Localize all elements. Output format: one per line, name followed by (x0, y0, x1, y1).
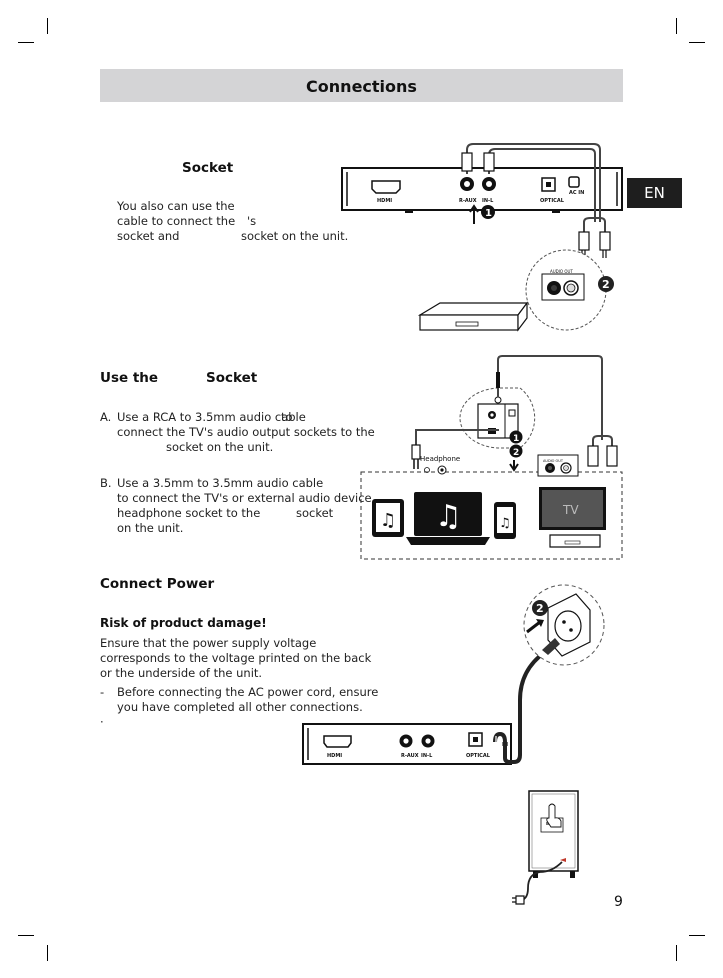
step-2-label: 2 (602, 278, 610, 291)
bullet2-marker: · (100, 715, 104, 729)
item-a-line1: Use a RCA to 3.5mm audio cable (117, 410, 306, 424)
item-a-line2: connect the TV's audio output sockets to… (117, 425, 375, 439)
step-2-badge (598, 276, 614, 292)
crop-mark (18, 935, 34, 936)
up-arrow-icon (469, 204, 479, 224)
crop-mark (47, 18, 48, 34)
item-a-line3: socket on the unit. (166, 440, 274, 454)
language-tab: EN (627, 178, 682, 208)
step-2-label: 2 (513, 448, 519, 458)
headphone-icon (424, 467, 430, 473)
crop-mark (689, 42, 705, 43)
section1-line3b: socket on the unit. (241, 229, 349, 243)
crop-mark (676, 945, 677, 961)
section1-line1: You also can use the (117, 199, 235, 213)
section1-line2: cable to connect the (117, 214, 236, 228)
bullet-marker: - (100, 685, 105, 699)
item-b-marker: B. (100, 476, 112, 490)
step-1-label: 1 (485, 208, 492, 219)
crop-mark (18, 42, 34, 43)
bullet-line2: you have completed all other connections… (117, 700, 363, 714)
port-label-acin: AC IN (569, 190, 584, 196)
port-label-inl: IN-L (482, 198, 494, 204)
svg-text:♫: ♫ (435, 499, 462, 534)
port-label-hdmi: HDMI (377, 198, 392, 204)
section1-line3: socket and (117, 229, 180, 243)
plug-icon (512, 895, 525, 905)
step-1-label: 1 (513, 434, 519, 444)
page-number: 9 (614, 894, 623, 910)
crop-mark (676, 18, 677, 34)
port-label-raux: R-AUX (459, 198, 477, 204)
section2-heading-left: Use the (100, 370, 159, 386)
hdmi-port-icon (323, 735, 352, 748)
step-2-badge (532, 600, 548, 616)
headphone-label: Headphone (420, 455, 460, 463)
step-1-badge (481, 205, 495, 219)
hdmi-port-icon (371, 180, 401, 194)
item-a-line1b: to (281, 410, 293, 424)
section1-heading: Socket (182, 160, 234, 176)
item-b-line3: headphone socket to the (117, 506, 261, 520)
warning-line1: Ensure that the power supply voltage (100, 636, 317, 650)
port-label-optical: OPTICAL (540, 198, 565, 204)
down-arrow-icon (509, 460, 519, 472)
step-2-label: 2 (536, 602, 544, 615)
port-label-hdmi: HDMI (327, 753, 342, 759)
crop-mark (47, 945, 48, 961)
page-title: Connections (306, 77, 417, 96)
tv-label: TV (562, 503, 579, 517)
warning-heading: Risk of product damage! (100, 616, 267, 630)
section3-heading: Connect Power (100, 576, 215, 592)
soundbar-panel: HDMI R-AUX IN-L OPTICAL AC IN (341, 167, 623, 213)
port-label-optical: OPTICAL (466, 753, 491, 759)
warning-line2: corresponds to the voltage printed on th… (100, 651, 372, 665)
svg-text:♫: ♫ (499, 516, 511, 531)
item-a-marker: A. (100, 410, 112, 424)
port-label-inl: IN-L (421, 753, 433, 759)
subwoofer-icon (528, 790, 579, 878)
power-plug-icon (542, 638, 560, 655)
svg-text:♫: ♫ (380, 510, 396, 531)
hand-pointer-icon (546, 803, 562, 828)
item-b-line3b: socket (296, 506, 334, 520)
step-2-badge (509, 444, 523, 458)
laptop-icon (414, 492, 482, 536)
section2-heading-right: Socket (206, 370, 258, 386)
audio-out-label: AUDIO OUT (543, 459, 564, 463)
crop-mark (689, 935, 705, 936)
step-1-badge (509, 430, 523, 444)
port-label-raux: R-AUX (401, 753, 419, 759)
item-b-line2: to connect the TV's or external audio de… (117, 491, 372, 505)
item-b-line4: on the unit. (117, 521, 184, 535)
item-b-line1: Use a 3.5mm to 3.5mm audio cable (117, 476, 324, 490)
section1-line2b: 's (247, 214, 257, 228)
bullet-line1: Before connecting the AC power cord, ens… (117, 685, 379, 699)
tv-box (417, 301, 529, 332)
arrow-icon (526, 620, 541, 634)
warning-line3: or the underside of the unit. (100, 666, 263, 680)
header-bar (100, 69, 623, 102)
audio-out-label: AUDIO OUT (550, 269, 573, 274)
